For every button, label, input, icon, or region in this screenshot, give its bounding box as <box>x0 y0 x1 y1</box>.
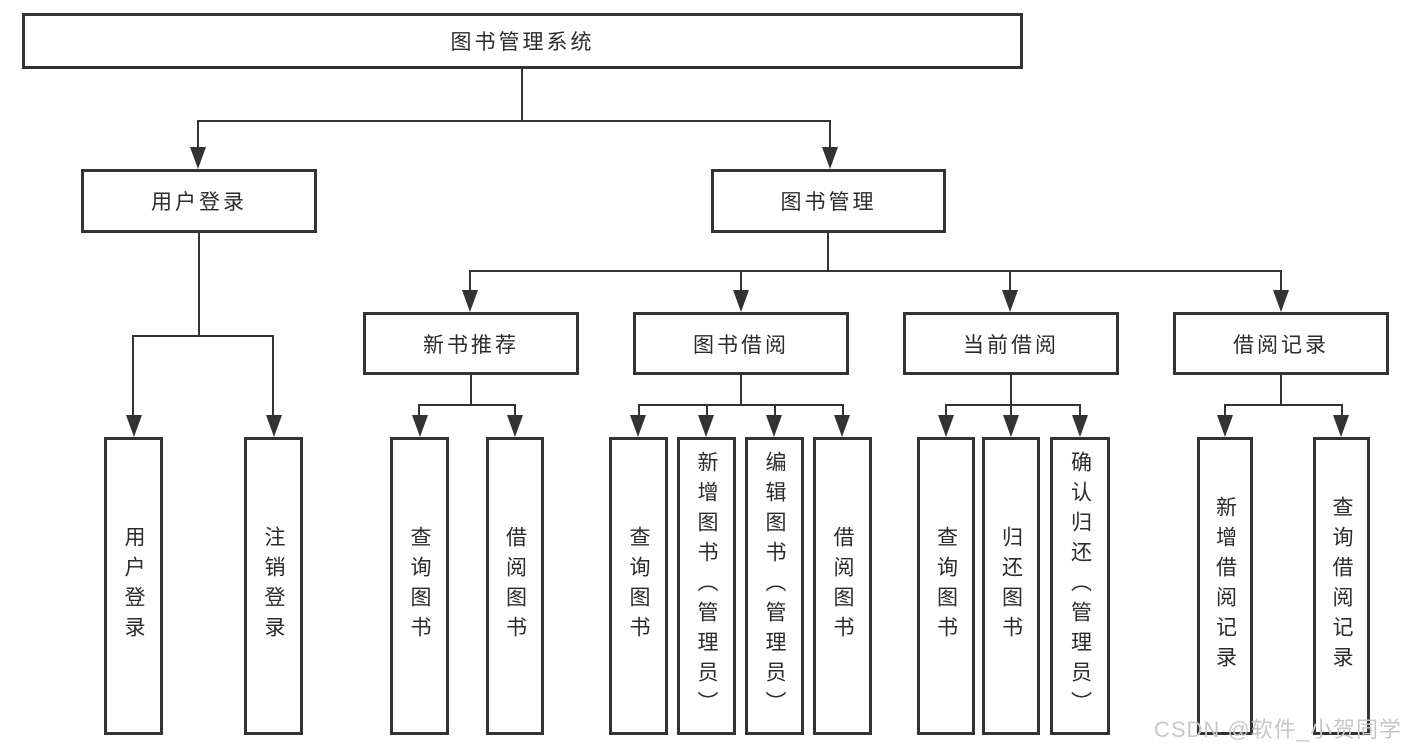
arrow-down-icon <box>1273 290 1289 312</box>
node-bb-edit-books: 编辑图书（管理员） <box>745 437 804 735</box>
node-nr-borrow-books-label: 借阅图书 <box>503 526 527 646</box>
node-br-add-record-label: 新增借阅记录 <box>1213 496 1237 676</box>
connector-new-book-rec-branch-line <box>419 404 516 406</box>
node-cb-return-books-label: 归还图书 <box>999 526 1023 646</box>
connector-borrow-records-feed-line <box>1280 375 1282 404</box>
connector-to-bb-query-line <box>638 404 640 417</box>
node-new-book-rec-label: 新书推荐 <box>423 333 519 357</box>
node-bb-query-books: 查询图书 <box>609 437 668 735</box>
arrow-down-icon <box>462 290 478 312</box>
node-cb-confirm-return: 确认归还（管理员） <box>1050 437 1110 735</box>
connector-new-book-rec-feed-line <box>470 375 472 404</box>
arrow-down-icon <box>126 415 142 437</box>
connector-to-bb-add-line <box>706 404 708 417</box>
arrow-down-icon <box>1003 415 1019 437</box>
node-book-borrow-label: 图书借阅 <box>693 333 789 357</box>
arrow-down-icon <box>630 415 646 437</box>
connector-root-feed-line <box>521 69 523 120</box>
node-bb-borrow-books: 借阅图书 <box>813 437 872 735</box>
node-cb-query-books-label: 查询图书 <box>934 526 958 646</box>
arrow-down-icon <box>698 415 714 437</box>
node-ul-user-login: 用户登录 <box>104 437 163 735</box>
node-borrow-records-label: 借阅记录 <box>1233 333 1329 357</box>
connector-current-borrow-branch-line <box>946 404 1080 406</box>
arrow-down-icon <box>733 290 749 312</box>
node-nr-borrow-books: 借阅图书 <box>486 437 544 735</box>
arrow-down-icon <box>190 147 206 169</box>
node-book-mgmt: 图书管理 <box>711 169 946 233</box>
arrow-down-icon <box>1072 415 1088 437</box>
connector-to-borrow-records-line <box>1280 270 1282 292</box>
node-cb-query-books: 查询图书 <box>917 437 975 735</box>
arrow-down-icon <box>766 415 782 437</box>
arrow-down-icon <box>1002 290 1018 312</box>
connector-book-borrow-branch-line <box>638 404 843 406</box>
node-ul-user-login-label: 用户登录 <box>122 526 145 646</box>
connector-to-ul-user-login-line <box>132 335 134 417</box>
connector-to-br-query-line <box>1341 404 1343 417</box>
arrow-down-icon <box>412 415 428 437</box>
node-user-login-label: 用户登录 <box>151 191 247 214</box>
node-br-add-record: 新增借阅记录 <box>1197 437 1253 735</box>
node-book-mgmt-label: 图书管理 <box>780 191 877 214</box>
connector-user-login-branch-line <box>133 335 274 337</box>
node-bb-add-books-label: 新增图书（管理员） <box>695 451 718 721</box>
node-br-query-record: 查询借阅记录 <box>1313 437 1370 735</box>
connector-to-book-mgmt-line <box>829 120 831 150</box>
connector-to-cb-query-line <box>945 404 947 417</box>
arrow-down-icon <box>507 415 523 437</box>
arrow-down-icon <box>266 415 282 437</box>
arrow-down-icon <box>1333 415 1349 437</box>
arrow-down-icon <box>938 415 954 437</box>
arrow-down-icon <box>834 415 850 437</box>
connector-to-current-borrow-line <box>1009 270 1011 292</box>
node-bb-query-books-label: 查询图书 <box>627 526 650 646</box>
connector-book-mgmt-feed-line <box>827 233 829 270</box>
node-root-label: 图书管理系统 <box>450 31 595 54</box>
connector-to-bb-borrow-line <box>842 404 844 417</box>
node-nr-query-books-label: 查询图书 <box>408 526 431 646</box>
connector-to-nr-borrow-line <box>514 404 516 417</box>
node-br-query-record-label: 查询借阅记录 <box>1330 496 1353 676</box>
connector-to-user-login-line <box>197 120 199 150</box>
connector-to-nr-query-line <box>418 404 420 417</box>
csdn-watermark: CSDN @软件_小贺同学 <box>1153 717 1402 742</box>
connector-to-new-book-rec-line <box>469 270 471 292</box>
node-bb-add-books: 新增图书（管理员） <box>677 437 736 735</box>
node-user-login: 用户登录 <box>81 169 317 233</box>
connector-to-cb-confirm-line <box>1079 404 1081 417</box>
node-nr-query-books: 查询图书 <box>390 437 449 735</box>
connector-current-borrow-feed-line <box>1010 375 1012 404</box>
node-root: 图书管理系统 <box>22 13 1023 69</box>
node-borrow-records: 借阅记录 <box>1173 312 1389 375</box>
connector-root-branch-line <box>198 120 831 122</box>
connector-to-bb-edit-line <box>774 404 776 417</box>
connector-user-login-feed-line <box>198 233 200 335</box>
connector-to-cb-return-line <box>1010 404 1012 417</box>
arrow-down-icon <box>1217 415 1233 437</box>
connector-book-borrow-feed-line <box>740 375 742 404</box>
node-book-borrow: 图书借阅 <box>633 312 849 375</box>
node-cb-confirm-return-label: 确认归还（管理员） <box>1068 451 1092 721</box>
node-cb-return-books: 归还图书 <box>982 437 1040 735</box>
connector-to-book-borrow-line <box>740 270 742 292</box>
connector-to-ul-logout-line <box>272 335 274 417</box>
arrow-down-icon <box>822 147 838 169</box>
node-ul-logout-label: 注销登录 <box>262 526 285 646</box>
node-current-borrow-label: 当前借阅 <box>963 333 1059 357</box>
node-new-book-rec: 新书推荐 <box>363 312 579 375</box>
node-current-borrow: 当前借阅 <box>903 312 1119 375</box>
node-ul-logout: 注销登录 <box>244 437 303 735</box>
connector-book-mgmt-branch-line <box>470 270 1281 272</box>
connector-borrow-records-branch-line <box>1225 404 1342 406</box>
node-bb-edit-books-label: 编辑图书（管理员） <box>763 451 786 721</box>
node-bb-borrow-books-label: 借阅图书 <box>831 526 854 646</box>
connector-to-br-add-line <box>1224 404 1226 417</box>
